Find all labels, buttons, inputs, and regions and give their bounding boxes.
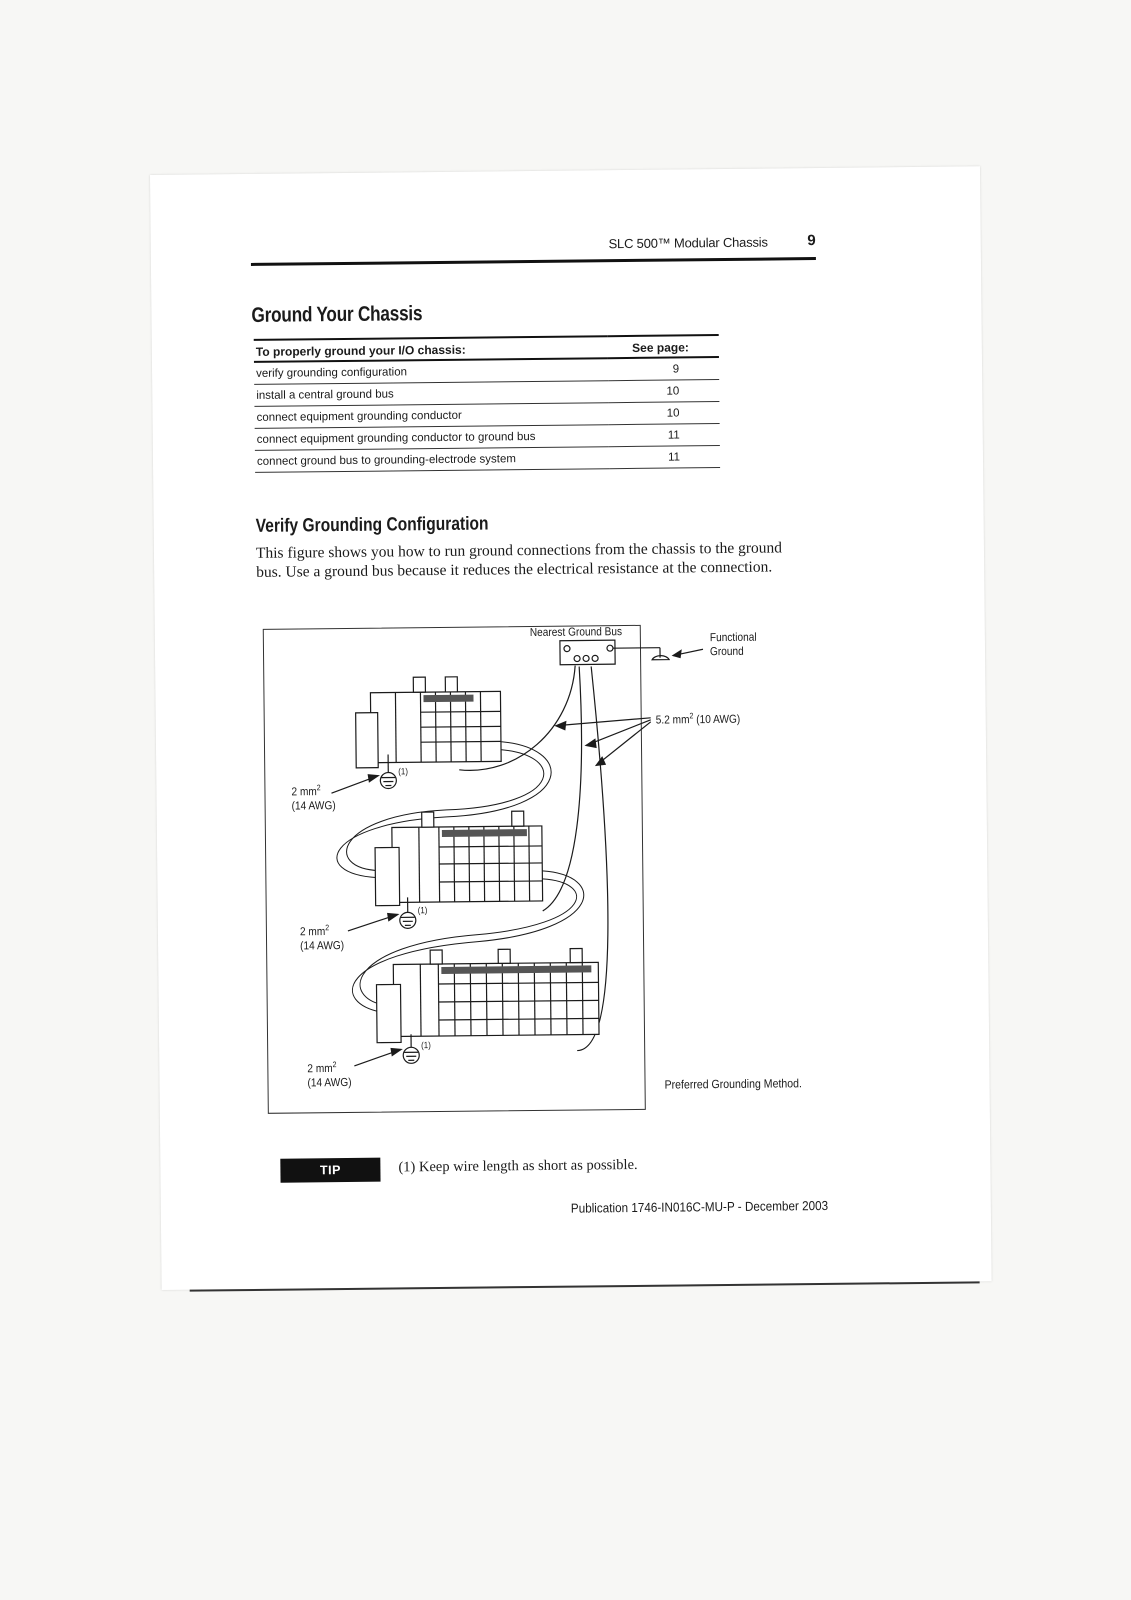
wire-size-14awg-label-bottom: 2 mm2 (14 AWG) [307, 1058, 351, 1090]
nearest-ground-bus-label: Nearest Ground Bus [529, 626, 623, 640]
note-marker: (1) [417, 905, 428, 916]
wire-size-10awg-awg: (10 AWG) [693, 713, 741, 727]
wire-size-14awg-label-top: 2 mm2 (14 AWG) [291, 781, 335, 813]
chassis-ground-icon [347, 897, 417, 932]
wire-size-14awg-value: 2 mm [299, 926, 326, 939]
wire-size-10awg-label: 5.2 mm2 (10 AWG) [656, 709, 741, 728]
grounding-diagram [331, 639, 704, 1067]
bus-wires [459, 665, 609, 1052]
chassis-ground-icon [354, 1034, 420, 1067]
tip-badge: TIP [280, 1157, 381, 1183]
wire-size-14awg-value: 2 mm [307, 1062, 333, 1076]
io-chassis-top [355, 676, 502, 769]
note-marker: (1) [398, 766, 408, 777]
note-marker: (1) [421, 1040, 431, 1051]
figure-caption: Preferred Grounding Method. [664, 1076, 802, 1092]
functional-ground-icon [651, 647, 704, 661]
functional-ground-label-line2: Ground [709, 645, 744, 659]
io-chassis-middle [374, 810, 544, 907]
tip-text: (1) Keep wire length as short as possibl… [398, 1156, 638, 1176]
wire-size-14awg-awg: (14 AWG) [291, 799, 336, 813]
wire-size-10awg-value: 5.2 mm [655, 714, 690, 727]
wire-size-14awg-awg: (14 AWG) [300, 939, 345, 953]
io-chassis-bottom [375, 947, 600, 1044]
wire-label-leaders [554, 717, 652, 767]
chassis-interconnect-cables [336, 740, 585, 1014]
wire-size-14awg-exp: 2 [316, 783, 321, 793]
ground-bus [559, 639, 660, 666]
functional-ground-label-line1: Functional [709, 631, 757, 645]
document-page: SLC 500™ Modular Chassis 9 Ground Your C… [150, 166, 992, 1290]
wire-size-14awg-exp: 2 [332, 1060, 337, 1070]
wire-size-14awg-exp: 2 [325, 923, 330, 933]
wire-size-14awg-awg: (14 AWG) [307, 1076, 352, 1090]
chassis-ground-icon [331, 754, 397, 794]
functional-ground-label: Functional Ground [710, 631, 757, 659]
wire-size-14awg-label-middle: 2 mm2 (14 AWG) [300, 921, 344, 953]
wire-size-14awg-value: 2 mm [291, 786, 317, 799]
publication-footer: Publication 1746-IN016C-MU-P - December … [570, 1197, 829, 1216]
